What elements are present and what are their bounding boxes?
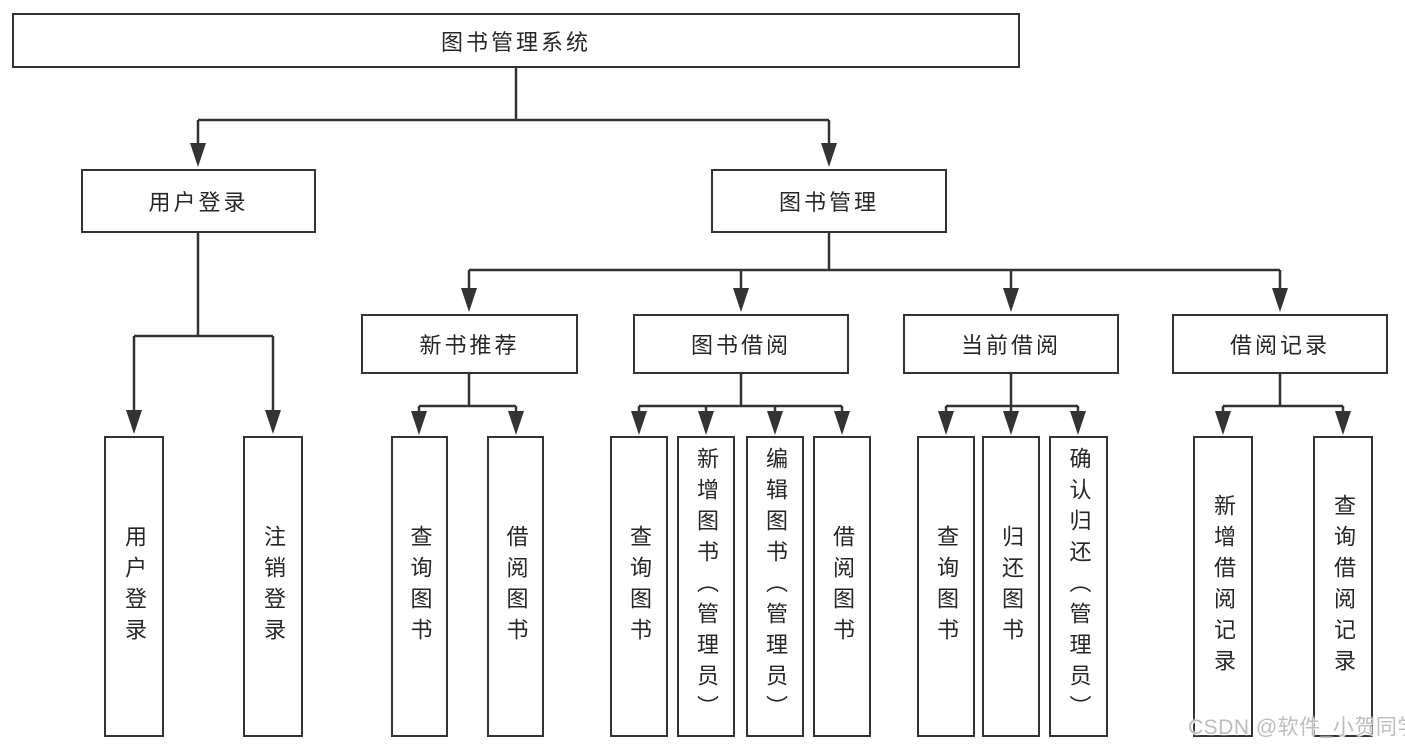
leaf-query-borrow-record: 查询借阅记录 (1313, 436, 1373, 737)
leaf-logout-label: 注销登录 (261, 524, 286, 649)
leaf-borrow-books-recommend: 借阅图书 (487, 436, 544, 737)
leaf-query-books-borrowing-label: 查询图书 (627, 524, 652, 649)
leaf-borrow-books-recommend-label: 借阅图书 (503, 524, 529, 649)
leaf-return-books: 归还图书 (982, 436, 1040, 737)
leaf-user-login-label: 用户登录 (122, 524, 147, 649)
leaf-add-borrow-record: 新增借阅记录 (1193, 436, 1253, 737)
leaf-add-borrow-record-label: 新增借阅记录 (1211, 493, 1236, 680)
leaf-logout: 注销登录 (243, 436, 303, 737)
node-book-management: 图书管理 (711, 169, 947, 233)
connector-book-management-children (461, 233, 1288, 312)
leaf-user-login: 用户登录 (104, 436, 164, 737)
leaf-query-books-current: 查询图书 (917, 436, 975, 737)
leaf-return-books-label: 归还图书 (999, 524, 1024, 649)
leaf-query-borrow-record-label: 查询借阅记录 (1331, 493, 1356, 680)
leaf-add-books-admin-label: 新增图书（管理员） (694, 447, 719, 726)
node-user-login: 用户登录 (81, 169, 316, 233)
node-borrowing-records: 借阅记录 (1172, 314, 1388, 374)
connector-root-to-level1 (190, 68, 837, 167)
node-current-borrowing: 当前借阅 (903, 314, 1119, 374)
connector-borrowing-records-children (1215, 374, 1351, 435)
leaf-query-books-recommend: 查询图书 (391, 436, 448, 737)
leaf-edit-books-admin-label: 编辑图书（管理员） (763, 447, 788, 726)
leaf-borrow-books-borrowing: 借阅图书 (813, 436, 871, 737)
node-book-borrowing: 图书借阅 (633, 314, 849, 374)
watermark: CSDN @软件_小贺同学 (1188, 716, 1405, 739)
node-new-book-recommendation: 新书推荐 (361, 314, 578, 374)
leaf-query-books-borrowing: 查询图书 (610, 436, 668, 737)
connector-book-borrowing-children (631, 374, 850, 435)
leaf-query-books-current-label: 查询图书 (934, 524, 959, 649)
leaf-edit-books-admin: 编辑图书（管理员） (746, 436, 804, 737)
connector-user-login-children (126, 233, 281, 434)
connector-new-book-recommendation-children (411, 374, 524, 435)
leaf-add-books-admin: 新增图书（管理员） (677, 436, 735, 737)
node-root: 图书管理系统 (12, 13, 1020, 68)
leaf-borrow-books-borrowing-label: 借阅图书 (830, 524, 855, 649)
leaf-query-books-recommend-label: 查询图书 (407, 524, 433, 649)
connector-current-borrowing-children (938, 374, 1086, 435)
leaf-confirm-return-admin: 确认归还（管理员） (1049, 436, 1108, 737)
leaf-confirm-return-admin-label: 确认归还（管理员） (1066, 447, 1092, 726)
